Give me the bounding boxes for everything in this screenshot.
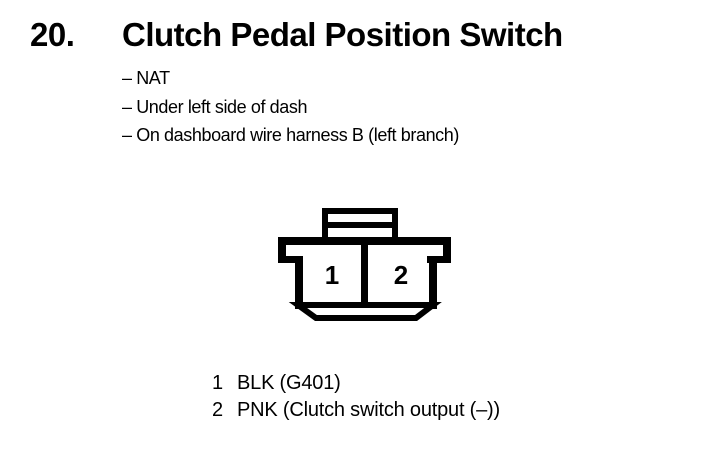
pinout-list: 1 BLK (G401) 2 PNK (Clutch switch output (… bbox=[212, 370, 500, 424]
pin-description: BLK (G401) bbox=[237, 372, 341, 394]
pin-description: PNK (Clutch switch output (–)) bbox=[237, 399, 500, 421]
note-line: – Under left side of dash bbox=[122, 96, 308, 117]
connector-base-icon bbox=[288, 302, 442, 321]
pinout-row: 2 PNK (Clutch switch output (–)) bbox=[212, 397, 500, 424]
pin-number: 2 bbox=[212, 399, 223, 421]
section-number: 20. bbox=[30, 16, 75, 53]
connector-body-outline-icon bbox=[278, 237, 451, 309]
pinout-row: 1 BLK (G401) bbox=[212, 370, 500, 397]
pin-number: 1 bbox=[212, 372, 223, 394]
location-notes: – NAT – Under left side of dash – On das… bbox=[122, 64, 459, 150]
note-line: – On dashboard wire harness B (left bran… bbox=[122, 125, 459, 145]
connector-diagram: 1 2 bbox=[278, 208, 451, 321]
cavity-2-label: 2 bbox=[394, 260, 408, 290]
section-title: Clutch Pedal Position Switch bbox=[122, 16, 563, 53]
note-line: – NAT bbox=[122, 68, 170, 88]
cavity-1-label: 1 bbox=[325, 260, 339, 290]
connector-cavity-divider-icon bbox=[361, 245, 368, 309]
